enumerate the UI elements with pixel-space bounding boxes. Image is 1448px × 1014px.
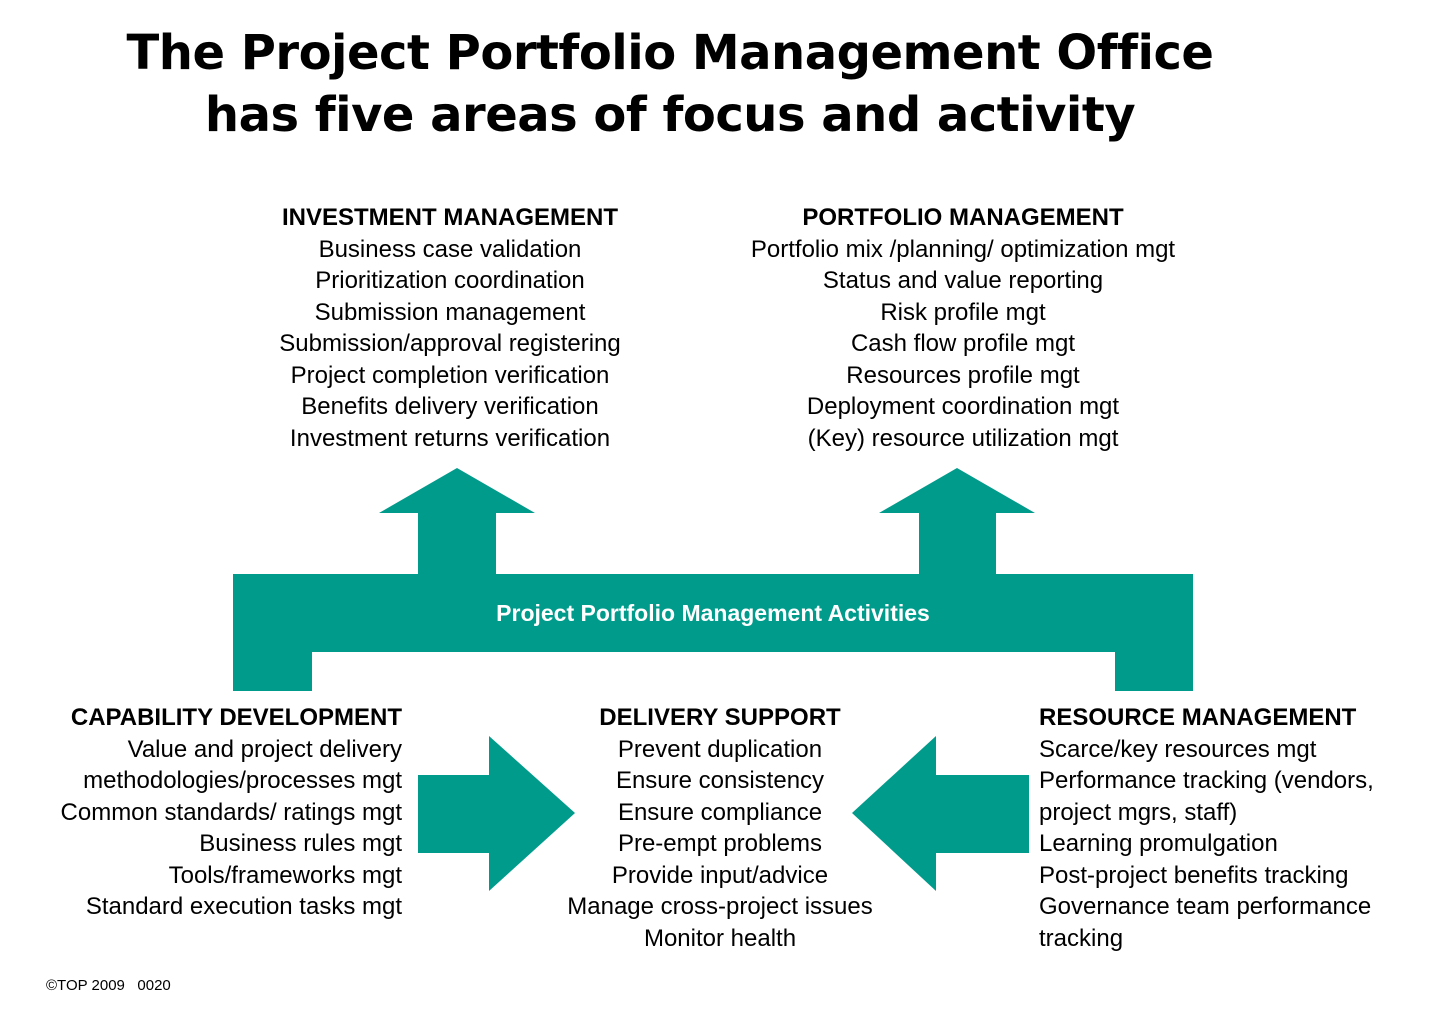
list-item: Tools/frameworks mgt	[168, 861, 402, 889]
delivery-support-block: DELIVERY SUPPORT Prevent duplication Ens…	[540, 702, 900, 954]
list-item: Pre-empt problems	[617, 830, 823, 857]
activities-band-shape	[233, 574, 1193, 691]
list-item: Monitor health	[643, 924, 797, 952]
list-item: Cash flow profile mgt	[850, 330, 1076, 357]
list-item: Learning promulgation	[1039, 830, 1278, 857]
list-item: Submission/approval registering	[279, 330, 621, 357]
list-item: Standard execution tasks mgt	[85, 893, 402, 920]
list-item: Business rules mgt	[199, 830, 402, 857]
up-arrow-investment-icon	[379, 468, 535, 574]
list-item: Project completion verification	[290, 361, 610, 389]
list-item: Business case validation	[318, 235, 582, 263]
list-item: Prioritization coordination	[315, 267, 585, 294]
list-item: Prevent duplication	[617, 735, 823, 763]
footer: ©TOP 2009 0020	[46, 977, 171, 994]
list-item: Portfolio mix /planning/ optimization mg…	[750, 235, 1176, 263]
slide-number: 0020	[137, 977, 171, 994]
list-item: Benefits delivery verification	[301, 393, 599, 420]
list-item: Common standards/ ratings mgt	[60, 798, 402, 826]
list-item: Performance tracking (vendors,	[1039, 767, 1374, 794]
portfolio-management-block: PORTFOLIO MANAGEMENT Portfolio mix /plan…	[713, 202, 1213, 454]
portfolio-heading: PORTFOLIO MANAGEMENT	[802, 204, 1124, 231]
list-item: Ensure consistency	[615, 767, 825, 794]
resource-heading: RESOURCE MANAGEMENT	[1039, 704, 1357, 731]
capability-development-block: CAPABILITY DEVELOPMENT Value and project…	[10, 702, 402, 923]
list-item: Risk profile mgt	[880, 298, 1046, 326]
list-item: project mgrs, staff)	[1039, 798, 1238, 826]
list-item: Resources profile mgt	[846, 361, 1080, 389]
activities-band-label: Project Portfolio Management Activities	[496, 600, 930, 626]
resource-management-block: RESOURCE MANAGEMENT Scarce/key resources…	[1039, 702, 1439, 954]
up-arrow-portfolio-icon	[879, 468, 1035, 574]
left-arrow-resource-icon	[852, 736, 1029, 891]
list-item: methodologies/processes mgt	[83, 767, 402, 794]
list-item: Manage cross-project issues	[567, 893, 873, 920]
list-item: Value and project delivery	[127, 735, 402, 763]
right-arrow-capability-icon	[418, 736, 575, 891]
list-item: Status and value reporting	[822, 267, 1104, 294]
list-item: Governance team performance	[1039, 893, 1372, 920]
list-item: Post-project benefits tracking	[1039, 861, 1349, 889]
capability-heading: CAPABILITY DEVELOPMENT	[70, 704, 402, 731]
list-item: tracking	[1039, 924, 1124, 952]
copyright-text: ©TOP 2009	[46, 977, 125, 994]
investment-heading: INVESTMENT MANAGEMENT	[282, 204, 618, 231]
title-line-2: has five areas of focus and activity	[204, 87, 1136, 143]
list-item: Ensure compliance	[617, 798, 823, 826]
list-item: Provide input/advice	[611, 861, 829, 889]
list-item: Submission management	[314, 298, 586, 326]
list-item: (Key) resource utilization mgt	[807, 424, 1119, 452]
investment-management-block: INVESTMENT MANAGEMENT Business case vali…	[250, 202, 650, 454]
delivery-heading: DELIVERY SUPPORT	[599, 704, 841, 731]
list-item: Scarce/key resources mgt	[1039, 735, 1317, 763]
list-item: Deployment coordination mgt	[806, 393, 1120, 420]
list-item: Investment returns verification	[289, 424, 611, 452]
title-line-1: The Project Portfolio Management Office	[126, 25, 1214, 81]
page-title: The Project Portfolio Management Office …	[0, 22, 1340, 146]
